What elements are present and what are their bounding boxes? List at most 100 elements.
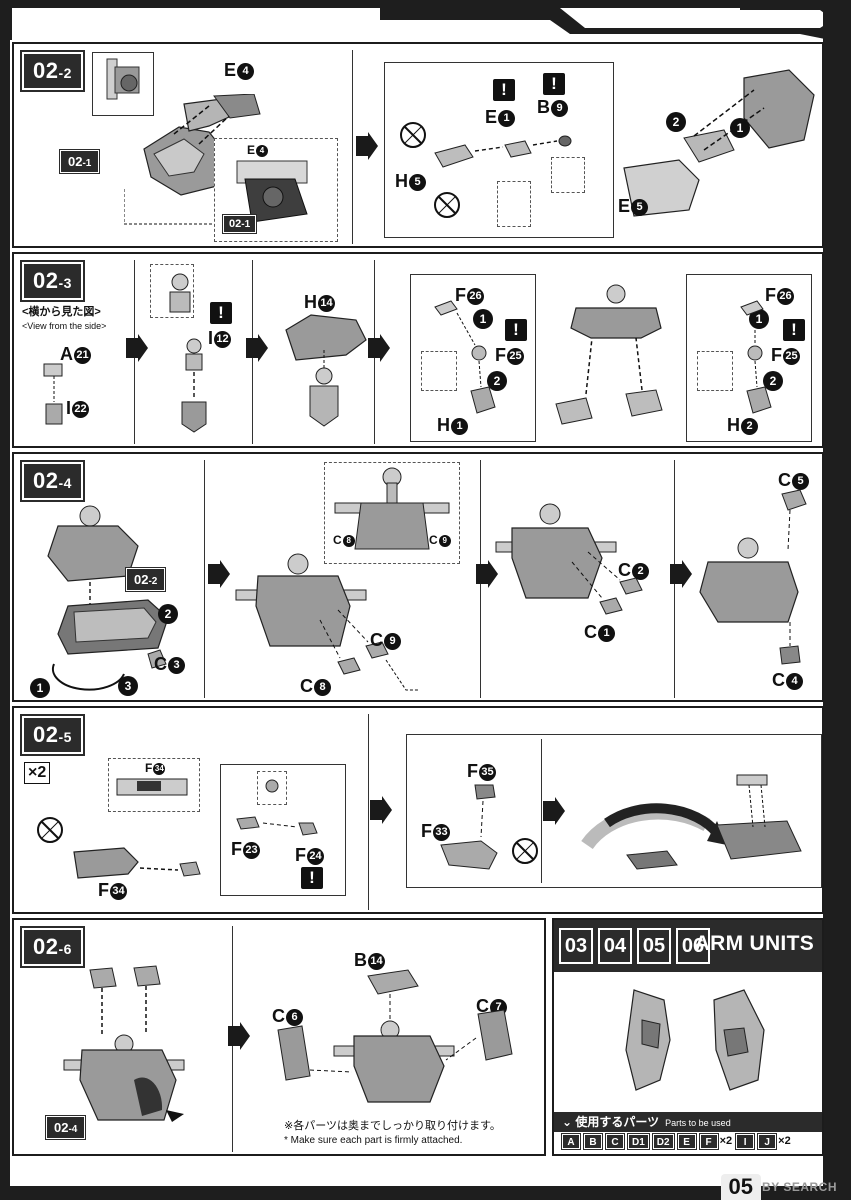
order-number: 2 (158, 604, 178, 624)
vertical-divider (204, 460, 205, 698)
step-arrow-icon (126, 334, 148, 362)
shield-part-drawing (440, 784, 498, 870)
head-assembly-drawing (285, 314, 367, 427)
arm-units-header: 03 04 05 06 ARM UNITS (554, 920, 822, 972)
no-cut-icon (434, 192, 460, 218)
vertical-divider (352, 50, 353, 244)
order-number: 2 (763, 371, 783, 391)
shield-part-drawing (73, 847, 201, 879)
page-number: 05 (720, 1174, 761, 1200)
caution-icon: ! (783, 319, 805, 341)
part-chip-j: J (758, 1133, 777, 1149)
step-arrow-icon (356, 132, 378, 160)
detail-box (257, 771, 287, 805)
part-chip-d1: D1 (628, 1133, 649, 1149)
detail-inset (92, 52, 154, 116)
detail-box (697, 351, 733, 391)
step-02-2-tag: 02-2 (22, 52, 83, 90)
step-arrow-icon (368, 334, 390, 362)
part-chip-j-multiplier: ×2 (778, 1135, 791, 1147)
part-chip-f: F (699, 1133, 718, 1149)
caution-icon: ! (493, 79, 515, 101)
part-chip-d2: D2 (652, 1133, 674, 1149)
no-cut-icon (512, 838, 538, 864)
vertical-divider (541, 739, 542, 883)
step-arrow-icon (208, 560, 230, 588)
joint-drawing (169, 273, 207, 433)
part-chip-a: A (562, 1133, 580, 1149)
left-frame (0, 0, 10, 1200)
detail-box (497, 181, 531, 227)
order-number: 2 (487, 371, 507, 391)
torso-side-drawing (699, 489, 807, 665)
part-chip-e: E (677, 1133, 696, 1149)
torso-front-drawing (495, 503, 643, 615)
part-chip-b: B (584, 1133, 602, 1149)
caution-icon: ! (505, 319, 527, 341)
quantity-multiplier: ×2 (24, 762, 51, 784)
shield-rotate-drawing (581, 774, 802, 870)
torso-assembly-drawing (47, 505, 169, 691)
step-arrow-icon (476, 560, 498, 588)
part-chip-f-multiplier: ×2 (719, 1135, 733, 1147)
arm-units-title: ARM UNITS (694, 932, 814, 955)
step-number-04: 04 (598, 928, 632, 964)
ref-02-1-tag: 02-1 (60, 150, 100, 173)
bottom-frame (0, 1186, 851, 1200)
arm-part-drawing (124, 94, 261, 225)
joint-part-drawing (434, 300, 496, 414)
ref-02-2-tag: 02-2 (126, 568, 166, 591)
small-part-drawing (434, 135, 572, 168)
ref-02-1-detail-tag: 02-1 (223, 215, 257, 233)
order-number: 1 (730, 118, 750, 138)
vertical-divider (368, 714, 369, 910)
step-02-3-tag: 02-3 (22, 262, 83, 300)
step-number-03: 03 (559, 928, 593, 964)
right-frame (823, 0, 851, 1200)
step-arrow-icon (670, 560, 692, 588)
top-frame-decoration (0, 0, 851, 40)
part-chip-i: I (736, 1133, 755, 1149)
arm-unit-illustration (625, 989, 765, 1091)
step-arrow-icon (246, 334, 268, 362)
step-number-06: 06 (676, 928, 710, 964)
order-number: 1 (473, 309, 493, 329)
caution-icon: ! (210, 302, 232, 324)
step-02-5-tag: 02-5 (22, 716, 83, 754)
note-jp: ※各パーツは奥までしっかり取り付けます。 (284, 1120, 501, 1132)
parts-list: A B C D1 D2 E F ×2 I J ×2 (562, 1133, 791, 1149)
pin-drawing (236, 816, 318, 836)
joint-part-drawing (740, 300, 772, 414)
